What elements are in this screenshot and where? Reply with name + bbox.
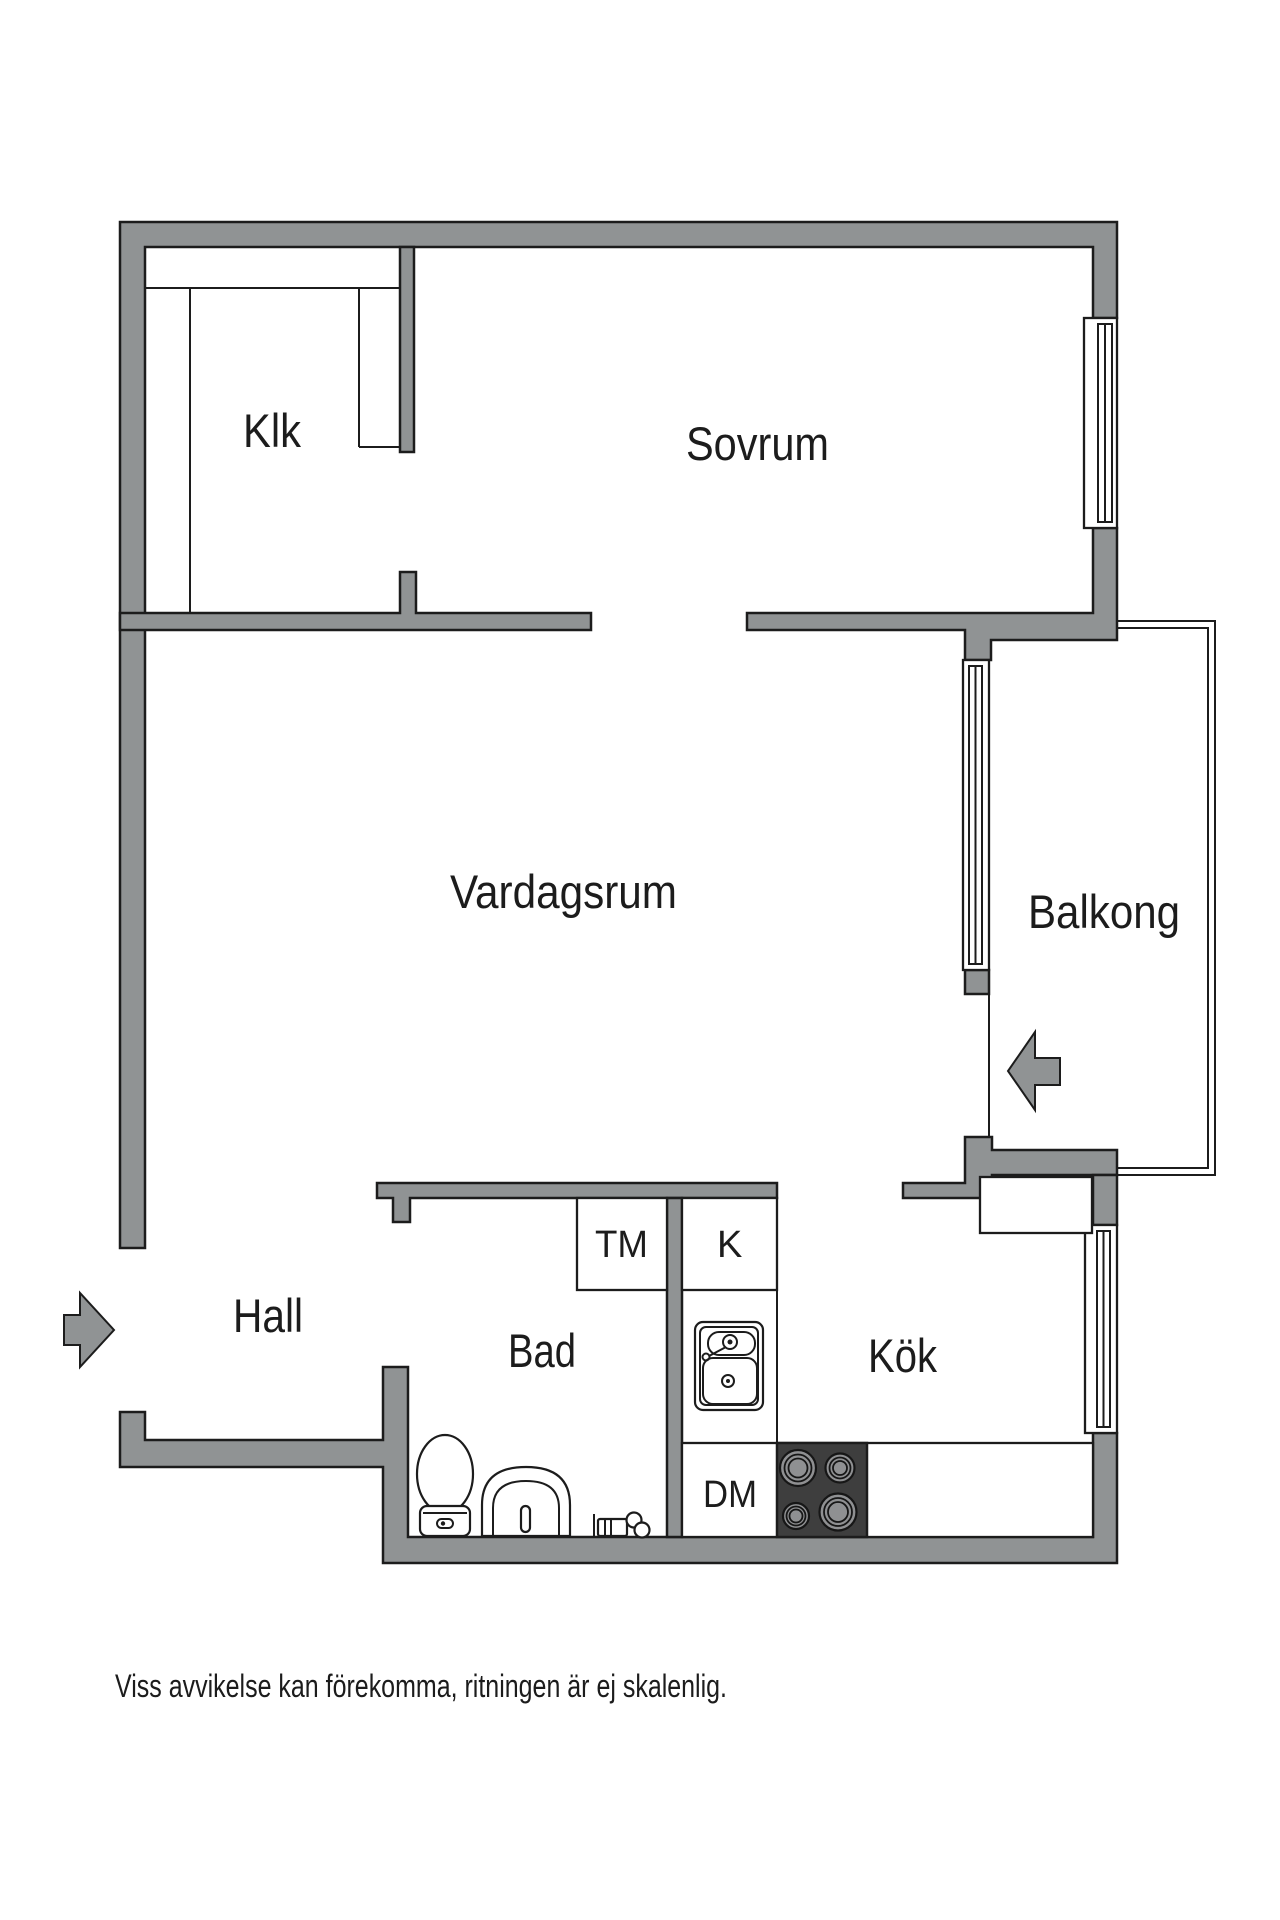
kok-window — [1083, 1223, 1119, 1435]
room-label-vardagsrum: Vardagsrum — [450, 865, 677, 918]
kitchen-sink-outer — [693, 1320, 765, 1412]
kitchen-faucet — [722, 1334, 738, 1350]
windows — [961, 316, 1119, 1435]
arrows — [63, 1028, 1061, 1370]
disclaimer-text: Viss avvikelse kan förekomma, ritningen … — [115, 1668, 727, 1704]
room-label-hall: Hall — [233, 1289, 303, 1342]
kitchen-sink-top-basin — [707, 1331, 756, 1356]
kitchen-fittings — [575, 1196, 1095, 1539]
kitchen-drain-dot — [726, 1379, 730, 1383]
appliance-label-k: K — [717, 1224, 742, 1266]
kitchen-sink-icon — [693, 1320, 765, 1412]
balcony-outline-inner — [1117, 627, 1209, 1169]
balcony-outline — [988, 620, 1216, 1176]
wall-bad-kok-divider — [665, 1196, 684, 1539]
wall-mid-left — [118, 570, 593, 632]
walls — [118, 220, 1119, 1565]
washbasin-tap — [519, 1504, 532, 1534]
room-label-sovrum: Sovrum — [686, 417, 829, 470]
floor-mixer-lines — [604, 1519, 612, 1536]
appliance-label-tm: TM — [595, 1224, 648, 1266]
wall-stub-below-balcony-door — [963, 968, 991, 996]
stove-burner-bottom-right — [818, 1492, 858, 1532]
kok-cabinet-box — [978, 1175, 1094, 1235]
washbasin-icon — [480, 1465, 572, 1538]
floor-mixer-icon — [593, 1511, 651, 1539]
washbasin-outer — [480, 1465, 572, 1538]
stove-burner-top-left — [778, 1448, 818, 1488]
kok-window-frame — [1083, 1223, 1119, 1435]
wall-kok-top — [901, 1135, 1119, 1200]
washing-machine-box — [575, 1196, 669, 1292]
klk-wardrobe-lines — [145, 287, 400, 613]
balcony-door — [961, 658, 991, 972]
appliance-label-dm: DM — [703, 1474, 757, 1516]
room-label-bad: Bad — [508, 1324, 576, 1377]
wall-above-kok-window — [1091, 1173, 1119, 1227]
toilet-tank — [418, 1504, 472, 1538]
stove-burner-top-right — [824, 1452, 856, 1484]
toilet-icon — [415, 1433, 475, 1538]
kitchen-faucet-lever — [708, 1346, 727, 1357]
washbasin-inner — [492, 1479, 560, 1536]
toilet-flush-dot — [440, 1521, 446, 1526]
toilet-bowl — [415, 1433, 475, 1515]
floor-mixer-body — [596, 1517, 629, 1538]
room-label-kok: Kök — [868, 1329, 937, 1382]
floor-mixer-knob-bottom — [633, 1521, 651, 1539]
stove-icon — [775, 1441, 869, 1539]
appliance-labels: TM K DM — [595, 1224, 757, 1516]
room-label-balkong: Balkong — [1028, 885, 1180, 938]
balcony-arrow-icon — [1006, 1028, 1061, 1114]
room-label-klk: Klk — [243, 404, 301, 457]
sovrum-window — [1082, 316, 1119, 530]
fridge-box — [680, 1196, 779, 1292]
entry-arrow-icon — [63, 1290, 116, 1370]
kitchen-faucet-dot — [727, 1339, 733, 1345]
kitchen-sink-bottom-basin — [702, 1357, 758, 1405]
kok-counter — [680, 1441, 1095, 1539]
kitchen-drain — [721, 1374, 735, 1388]
wall-klk-divider — [398, 245, 416, 454]
wall-bad-top — [375, 1181, 779, 1224]
wall-shell-top-left-right — [118, 220, 1119, 1250]
wall-sovrum-bottom-right — [745, 526, 1119, 662]
bathroom-fixtures — [415, 1433, 651, 1539]
room-labels: Klk Sovrum Vardagsrum Balkong Hall Bad K… — [233, 404, 1180, 1382]
toilet-flush-button — [436, 1518, 454, 1529]
stove-burner-bottom-left — [781, 1501, 811, 1531]
balcony-outline-outer — [1117, 620, 1216, 1176]
